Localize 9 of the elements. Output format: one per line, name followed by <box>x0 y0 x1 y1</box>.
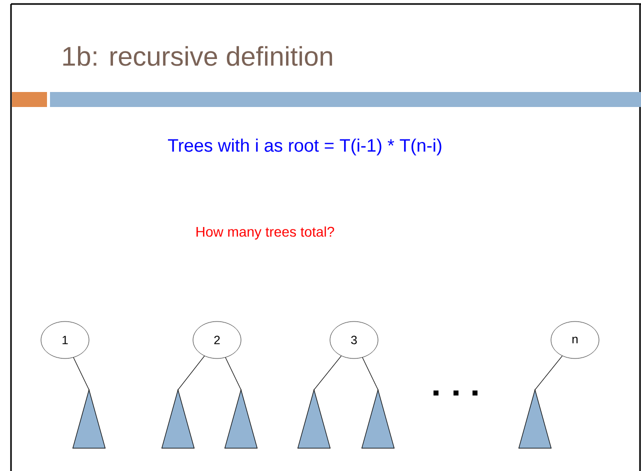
tree-edge <box>362 357 378 390</box>
tree-edge <box>178 356 205 390</box>
tree-edge <box>534 356 563 390</box>
tree-edge <box>314 356 342 390</box>
question-text: How many trees total? <box>196 226 334 240</box>
slide-title: 1b: recursive definition <box>63 46 332 66</box>
formula-text: Trees with i as root = T(i-1) * T(n-i) <box>168 138 442 156</box>
tree-edge <box>73 357 90 390</box>
tree-edge <box>225 357 242 390</box>
